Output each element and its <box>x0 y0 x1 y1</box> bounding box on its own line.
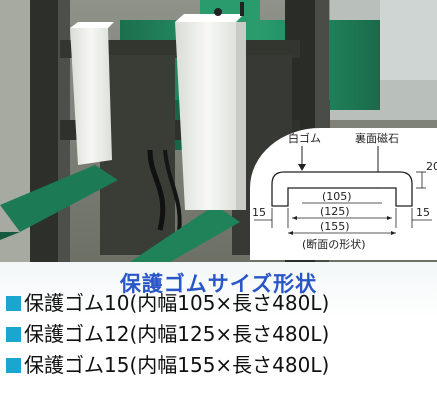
forklift-photo-drawing <box>0 0 437 262</box>
dim-left: 15 <box>252 206 266 219</box>
dim-height: 20 <box>426 160 437 173</box>
cross-section-diagram: 白ゴム 裏面磁石 20 15 15 (105) (125) (155) <box>250 128 437 260</box>
spec-text: 保護ゴム15(内幅155×長さ480L) <box>24 353 330 377</box>
spec-item: 保護ゴム12(内幅125×長さ480L) <box>6 319 329 349</box>
square-bullet-icon <box>6 295 21 311</box>
square-bullet-icon <box>6 357 21 373</box>
spec-text: 保護ゴム10(内幅105×長さ480L) <box>24 291 330 315</box>
dim-right: 15 <box>416 206 430 219</box>
spec-item: 保護ゴム15(内幅155×長さ480L) <box>6 350 329 380</box>
spec-text: 保護ゴム12(内幅125×長さ480L) <box>24 322 330 346</box>
caption-title: 保護ゴムサイズ形状 <box>119 272 318 296</box>
forklift-photo <box>0 0 437 262</box>
cross-section-svg: 白ゴム 裏面磁石 20 15 15 (105) (125) (155) <box>252 131 437 251</box>
section-label: (断面の形状) <box>302 237 366 251</box>
square-bullet-icon <box>6 326 21 342</box>
arrow-head-white-rubber <box>298 164 306 171</box>
spec-item: 保護ゴム10(内幅105×長さ480L) <box>6 288 329 318</box>
rubber-profile-shape <box>271 171 413 207</box>
label-white-rubber: 白ゴム <box>288 131 321 145</box>
label-back-magnet: 裏面磁石 <box>355 131 399 145</box>
caption-panel: 保護ゴムサイズ形状 保護ゴム10(内幅105×長さ480L) 保護ゴム12(内幅… <box>0 262 437 405</box>
dim-105: (105) <box>322 190 352 203</box>
dim-155: (155) <box>320 220 350 233</box>
dim-125: (125) <box>320 205 350 218</box>
